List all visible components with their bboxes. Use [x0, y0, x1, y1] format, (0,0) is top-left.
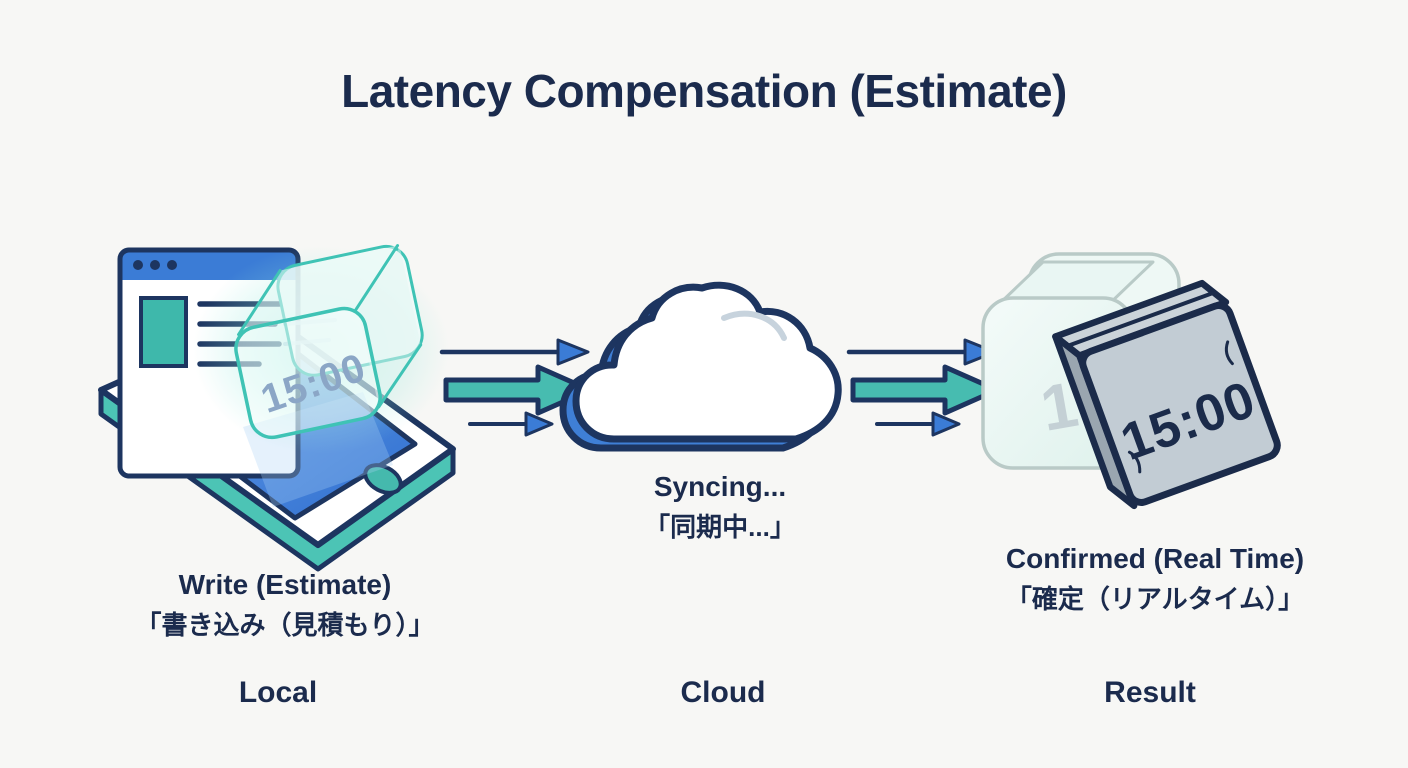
sync-arrows-right	[846, 338, 1000, 437]
arrow-bottom	[875, 411, 961, 437]
result-caption: Confirmed (Real Time) 「確定（リアルタイム）」	[940, 540, 1370, 617]
result-caption-en: Confirmed (Real Time)	[1005, 543, 1305, 574]
cloud-icon	[559, 281, 842, 452]
arrow-top	[439, 338, 590, 366]
local-caption-jp: 「書き込み（見積もり）」	[135, 609, 435, 640]
cloud-status-en: Syncing...	[653, 471, 787, 502]
page-title: Latency Compensation (Estimate)	[341, 65, 1067, 117]
arrow-bottom	[468, 411, 554, 437]
stone-crack	[1127, 450, 1142, 474]
stage-label-local: Local	[238, 676, 318, 709]
window-dot	[167, 260, 177, 270]
result-illustration: 1 15:00	[981, 252, 1281, 510]
window-dot	[133, 260, 143, 270]
result-stone-block: 15:00	[1052, 279, 1281, 510]
cloud-highlight	[721, 310, 787, 341]
arrow-top	[846, 338, 997, 366]
cloud-front	[572, 281, 842, 443]
cloud-status-jp: 「同期中...」	[644, 511, 796, 542]
local-caption-en: Write (Estimate)	[178, 569, 392, 600]
result-caption-jp: 「確定（リアルタイム）」	[1005, 583, 1305, 614]
local-illustration: 15:00	[98, 244, 456, 572]
browser-image-placeholder	[139, 296, 188, 368]
local-caption: Write (Estimate) 「書き込み（見積もり）」	[60, 566, 510, 643]
cloud-status: Syncing... 「同期中...」	[570, 468, 870, 545]
stone-crack	[1224, 340, 1234, 366]
pending-clock-glass: 15:00	[234, 244, 424, 440]
arrow-main	[850, 364, 1000, 416]
window-dot	[150, 260, 160, 270]
stage-label-result: Result	[1104, 676, 1196, 709]
stage-label-cloud: Cloud	[680, 676, 766, 709]
home-button	[363, 463, 403, 495]
